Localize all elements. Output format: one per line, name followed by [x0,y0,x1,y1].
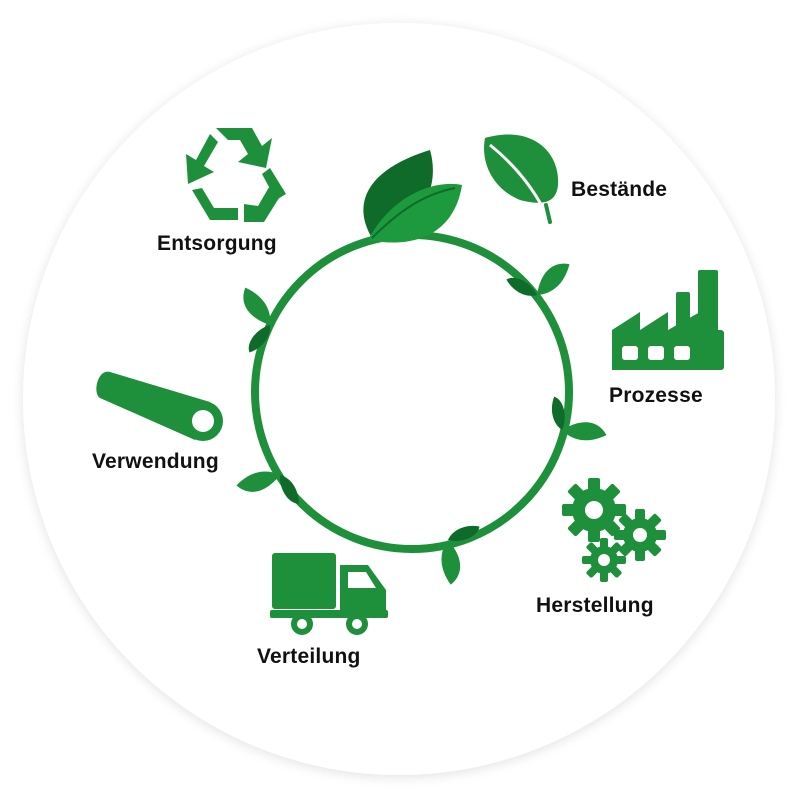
recycle-icon [186,128,286,222]
top-leaf-cluster [363,150,462,243]
ring-leaf-3 [441,525,480,585]
label-verteilung: Verteilung [257,645,361,668]
ring-leaf-5 [243,287,271,353]
label-bestaende: Bestände [571,178,668,201]
ring-leaf-2 [551,396,607,441]
truck-icon [270,553,388,635]
pipe-icon [96,371,223,441]
label-herstellung: Herstellung [536,594,654,617]
label-entsorgung: Entsorgung [157,232,277,255]
label-prozesse: Prozesse [609,384,703,407]
ring-leaf-4 [236,471,299,504]
leaf-icon [484,134,559,224]
gears-icon [562,478,666,582]
label-verwendung: Verwendung [92,450,219,473]
factory-windows [622,346,690,360]
ring-leaf-1 [506,263,570,296]
